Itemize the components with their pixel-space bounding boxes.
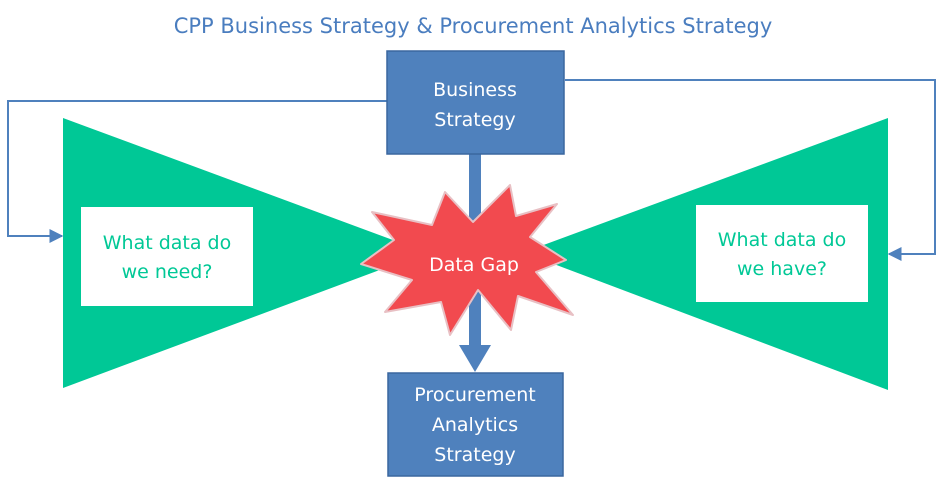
procurement-analytics-strategy-line-1: Procurement: [414, 384, 535, 406]
business-strategy-line-2: Strategy: [434, 109, 515, 131]
question-box-need: What data do we need?: [81, 207, 253, 306]
data-gap-burst: Data Gap: [360, 184, 574, 336]
diagram-title: CPP Business Strategy & Procurement Anal…: [174, 14, 773, 38]
strategy-connector-arrowhead: [459, 345, 491, 372]
question-have-line-2: we have?: [737, 258, 827, 280]
data-gap-star-shape: [360, 184, 574, 336]
question-need-line-1: What data do: [103, 232, 231, 254]
business-strategy-line-1: Business: [433, 79, 517, 101]
feedback-connector-right: [565, 79, 936, 261]
question-have-line-1: What data do: [718, 229, 846, 251]
question-box-have: What data do we have?: [696, 205, 868, 302]
feedback-connector-left: [7, 100, 388, 243]
business-strategy-box: Business Strategy: [386, 50, 565, 155]
procurement-analytics-strategy-line-3: Strategy: [434, 444, 515, 466]
procurement-analytics-strategy-line-2: Analytics: [432, 414, 518, 436]
procurement-analytics-strategy-box: Procurement Analytics Strategy: [387, 372, 564, 477]
data-gap-label: Data Gap: [429, 254, 519, 276]
question-need-line-2: we need?: [122, 261, 213, 283]
